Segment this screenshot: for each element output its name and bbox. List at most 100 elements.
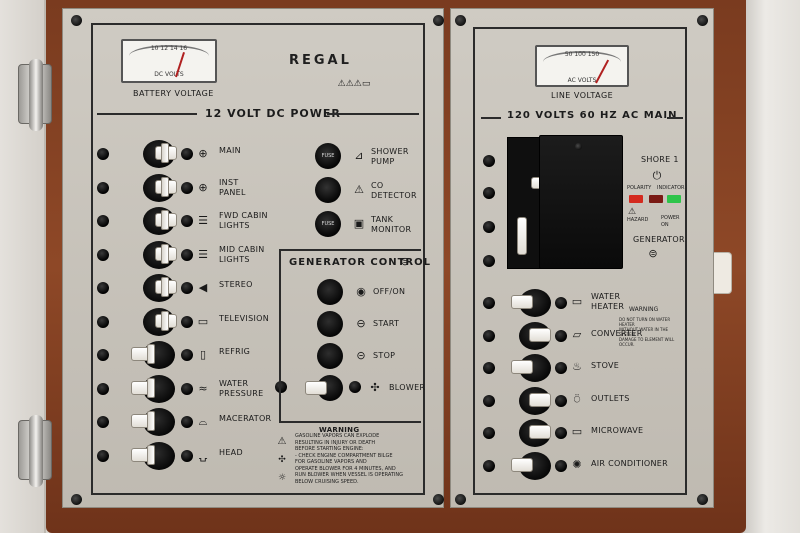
divider xyxy=(281,249,421,251)
shore-label: SHORE 1 xyxy=(641,155,679,164)
label-main: MAIN xyxy=(219,146,241,155)
water-icon: ≈ xyxy=(198,381,208,395)
generator-control-title: GENERATOR CONTROL xyxy=(289,257,432,268)
toggle-outlets[interactable] xyxy=(529,392,551,407)
label-refrig: REFRIG xyxy=(219,347,251,356)
stop-icon: ⊝ xyxy=(356,349,366,362)
polarity-off-led xyxy=(649,195,663,203)
panel-border xyxy=(473,27,687,495)
indicator-led xyxy=(483,155,495,167)
indicator-led xyxy=(181,282,193,294)
indicator-led xyxy=(97,416,109,428)
lights-icon: ☰ xyxy=(198,247,208,261)
divider xyxy=(667,117,683,119)
dc-power-panel: 10 12 14 16 DC VOLTS BATTERY VOLTAGE REG… xyxy=(62,8,444,508)
bulb-icon: ☼ xyxy=(277,473,287,483)
label-stereo: STEREO xyxy=(219,280,253,289)
interlock-cover[interactable] xyxy=(539,135,623,269)
macerator-icon: ⌓ xyxy=(198,415,208,428)
toggle-handle-macerator[interactable] xyxy=(147,411,155,431)
indicator-led xyxy=(97,215,109,227)
cover-screw xyxy=(575,143,582,150)
indicator-led xyxy=(483,362,495,374)
indicator-led xyxy=(555,329,567,342)
dc-power-title: 12 VOLT DC POWER xyxy=(205,107,341,120)
ac-icon: ✺ xyxy=(572,457,582,471)
divider xyxy=(327,113,419,115)
warning-icons: ⚠⚠⚠▭ xyxy=(337,79,371,89)
plug-icon: ⏻ xyxy=(652,169,662,182)
generator-main-toggle[interactable] xyxy=(517,217,527,255)
power-on-led xyxy=(667,195,681,203)
toggle-converter[interactable] xyxy=(529,327,551,342)
label-stove: STOVE xyxy=(591,361,620,370)
toggle-handle-head[interactable] xyxy=(147,444,155,465)
hazard-label: HAZARD xyxy=(627,217,649,223)
generator-stop-button[interactable] xyxy=(317,343,343,369)
warning-text: GASOLINE VAPORS CAN EXPLODE RESULTING IN… xyxy=(295,433,404,485)
indicator-led xyxy=(181,349,193,361)
ac-power-panel: 50 100 150 AC VOLTS LINE VOLTAGE 120 VOL… xyxy=(450,8,714,508)
label-shower-pump: SHOWER PUMP xyxy=(371,147,409,166)
toggle-stove[interactable] xyxy=(511,360,533,374)
toggle-water-heater[interactable] xyxy=(511,295,533,309)
label-blower: BLOWER xyxy=(389,383,426,392)
toggle-handle-television[interactable] xyxy=(161,310,169,331)
toggle-handle-mid-cabin-lights[interactable] xyxy=(161,243,169,264)
label-air-conditioner: AIR CONDITIONER xyxy=(591,458,668,468)
line-voltage-label: LINE VOLTAGE xyxy=(551,91,614,100)
indicator-led xyxy=(97,315,109,328)
fan-icon: ✣ xyxy=(370,381,380,394)
indicator-led xyxy=(275,381,287,393)
lights-icon: ☰ xyxy=(198,214,208,227)
indicator-led xyxy=(181,148,193,160)
toggle-microwave[interactable] xyxy=(529,425,551,439)
toggle-handle-refrig[interactable] xyxy=(147,344,155,364)
indicator-led xyxy=(555,394,567,407)
generator-off-on-button[interactable] xyxy=(317,279,343,305)
fridge-icon: ▯ xyxy=(199,348,207,361)
outlet-icon: ⍥ xyxy=(573,392,581,406)
screw xyxy=(433,494,444,505)
fuse-shower-pump[interactable]: FUSE xyxy=(315,143,341,169)
indicator-led xyxy=(555,362,567,374)
indicator-led xyxy=(483,329,495,342)
toggle-handle-stereo[interactable] xyxy=(161,277,169,297)
indicator-led xyxy=(483,221,495,233)
stove-icon: ♨ xyxy=(572,360,582,373)
blower-toggle[interactable] xyxy=(305,381,327,395)
generator-start-button[interactable] xyxy=(317,311,343,337)
indicator-led xyxy=(97,382,109,395)
label-microwave: MICROWAVE xyxy=(591,426,644,435)
label-outlets: OUTLETS xyxy=(591,393,630,403)
indicator-led xyxy=(97,248,109,261)
fuse-co-detector[interactable] xyxy=(315,177,341,203)
tank-icon: ▣ xyxy=(353,217,365,230)
heater-icon: ▭ xyxy=(571,295,583,308)
heater-warning-title: WARNING xyxy=(629,306,659,313)
label-start: START xyxy=(373,319,400,328)
indicator-led xyxy=(97,449,109,462)
toggle-air-conditioner[interactable] xyxy=(511,457,533,472)
screw xyxy=(697,494,708,505)
indicator-led xyxy=(555,427,567,439)
converter-icon: ▱ xyxy=(572,327,582,341)
indicator-label: INDICATOR xyxy=(657,185,685,191)
line-voltage-meter: 50 100 150 AC VOLTS xyxy=(535,45,629,87)
toggle-handle-fwd-cabin-lights[interactable] xyxy=(161,210,169,230)
start-icon: ⊖ xyxy=(356,317,366,330)
toggle-handle-main[interactable] xyxy=(161,143,169,163)
indicator-led xyxy=(97,282,109,294)
label-converter: CONVERTER xyxy=(591,328,643,338)
microwave-icon: ▭ xyxy=(571,425,583,438)
toggle-handle-water-pressure[interactable] xyxy=(147,377,155,398)
generator-label: GENERATOR xyxy=(633,235,685,244)
label-off-on: OFF/ON xyxy=(373,287,406,296)
generator-icon: ⊜ xyxy=(400,255,410,268)
circle-plus-icon: ⊕ xyxy=(198,147,208,160)
fuse-tank-monitor[interactable]: FUSE xyxy=(315,211,341,237)
polarity-hazard-led xyxy=(629,195,643,203)
toggle-handle-inst-panel[interactable] xyxy=(161,176,169,197)
indicator-led xyxy=(181,416,193,428)
warning-title: WARNING xyxy=(319,426,360,434)
